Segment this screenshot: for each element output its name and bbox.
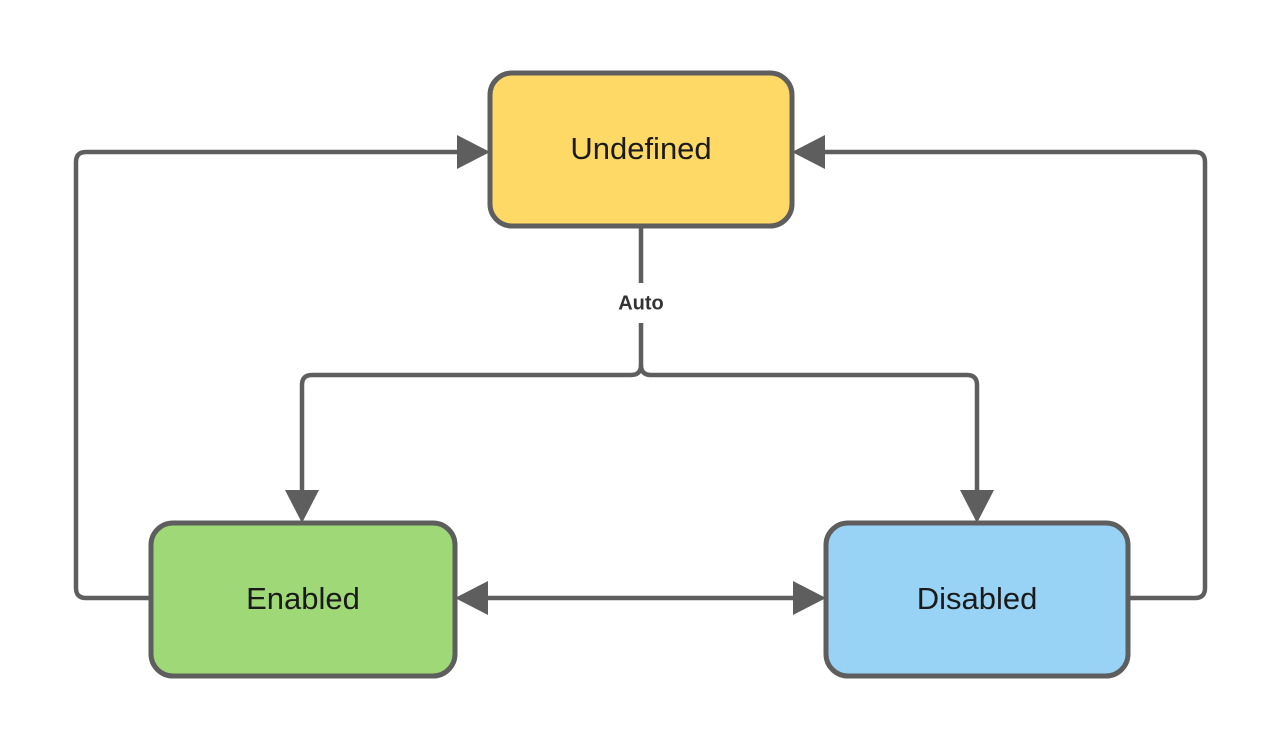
edge-undefined-fork-trunk-line-right (638, 364, 652, 378)
edge-undefined-to-enabled[interactable] (285, 372, 631, 523)
state-node-disabled-box[interactable] (823, 520, 1131, 679)
edge-enabled-disabled-bidirectional[interactable] (455, 581, 826, 615)
edge-label-auto: Auto (618, 292, 664, 314)
state-node-enabled-label: Enabled (246, 581, 360, 616)
state-node-enabled[interactable]: Enabled (148, 520, 458, 679)
edge-undefined-to-enabled-arrowhead (285, 490, 319, 523)
edge-enabled-disabled-arrowhead-left (455, 581, 488, 615)
edge-undefined-fork-trunk[interactable] (630, 226, 652, 378)
edge-label-auto-backing (596, 283, 686, 323)
state-node-enabled-box[interactable] (148, 520, 458, 679)
state-node-undefined-label: Undefined (570, 131, 711, 166)
edge-undefined-to-enabled-line (299, 372, 631, 499)
edge-enabled-disabled-arrowhead-right (793, 581, 826, 615)
state-node-undefined-box[interactable] (487, 70, 795, 229)
edge-enabled-to-undefined-arrowhead (457, 135, 490, 169)
edge-disabled-to-undefined-line (816, 149, 1208, 601)
edge-disabled-to-undefined[interactable] (792, 135, 1208, 601)
edge-undefined-to-disabled-arrowhead (960, 490, 994, 523)
edge-label-auto-group: Auto (596, 283, 686, 323)
state-node-disabled-label: Disabled (917, 581, 1038, 616)
edge-undefined-to-disabled-line (651, 372, 980, 499)
state-node-disabled[interactable]: Disabled (823, 520, 1131, 679)
edge-enabled-to-undefined[interactable] (73, 135, 490, 601)
edge-disabled-to-undefined-arrowhead (792, 135, 825, 169)
edge-undefined-to-disabled[interactable] (651, 372, 994, 523)
edge-enabled-to-undefined-line (73, 149, 466, 601)
state-node-undefined[interactable]: Undefined (487, 70, 795, 229)
